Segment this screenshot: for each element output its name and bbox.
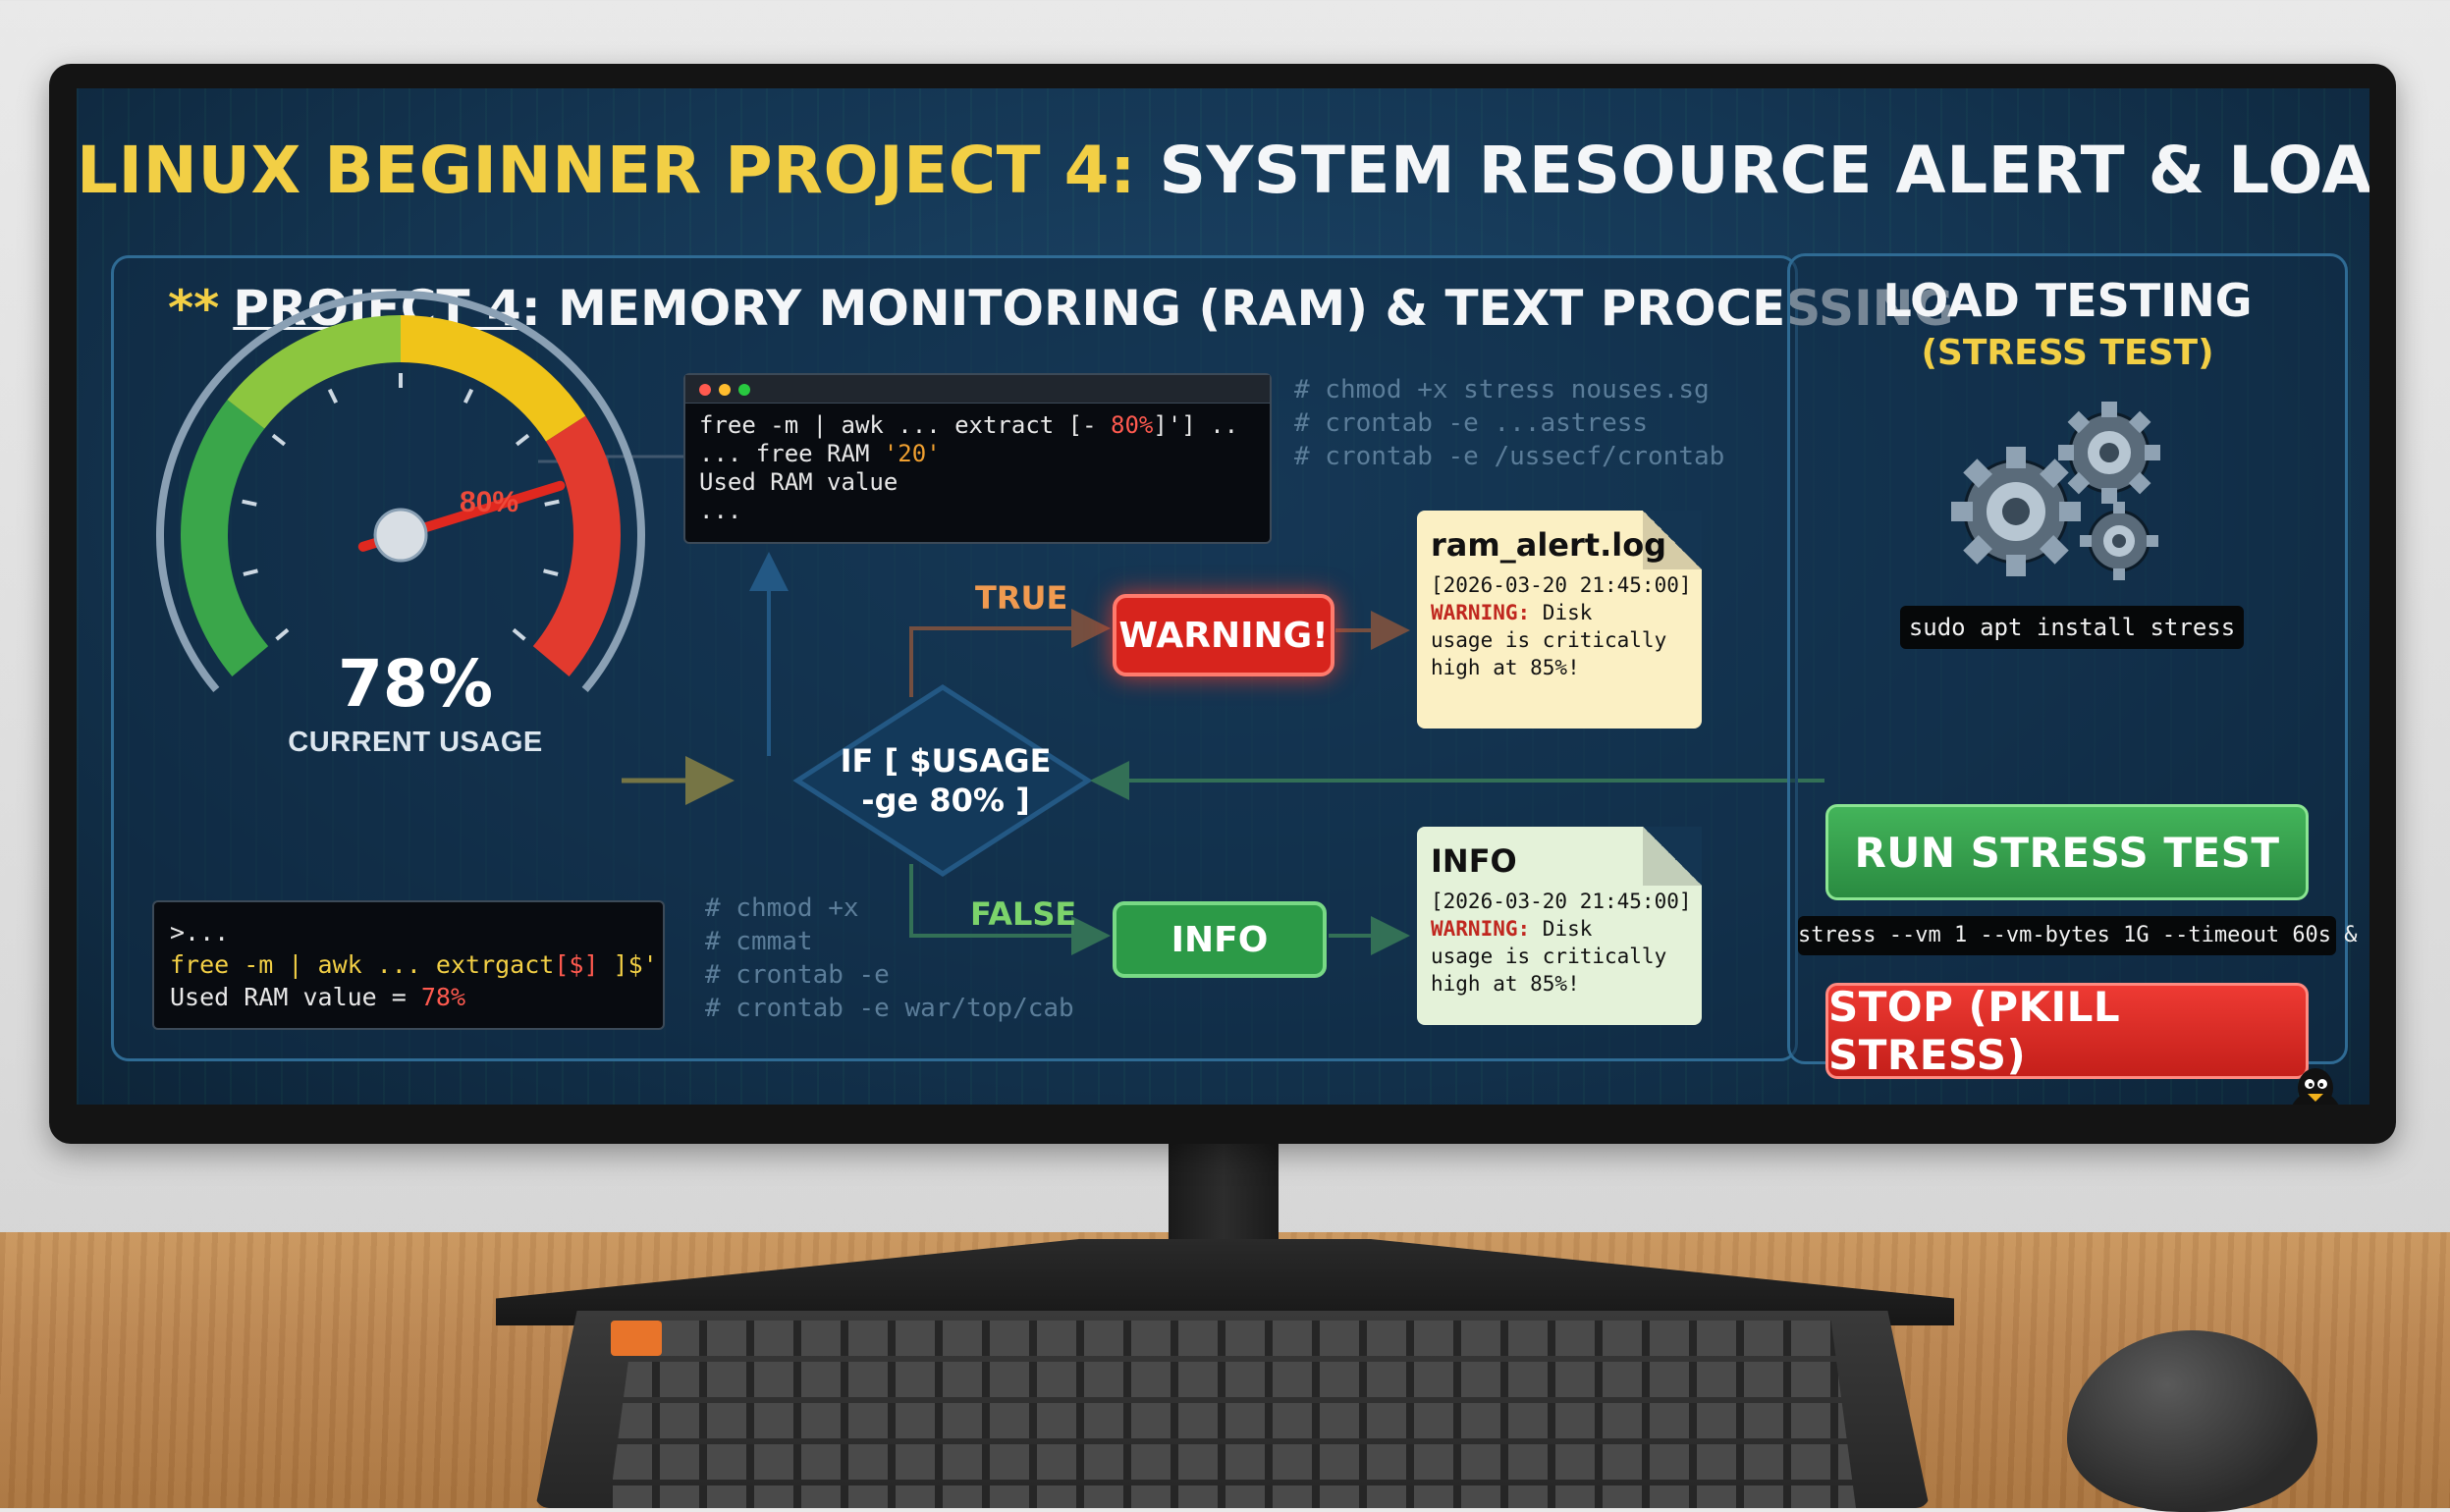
section-title-rest: : MEMORY MONITORING (RAM) & TEXT PROCESS… (520, 280, 1954, 337)
main-title-prefix: LINUX BEGINNER PROJECT 4: (77, 133, 1136, 208)
terminal-line-2b: '20' (883, 440, 941, 467)
mouse[interactable] (2067, 1330, 2317, 1512)
load-testing-title: LOAD TESTING (1882, 274, 2253, 327)
log-warn-word: WARNING: (1431, 601, 1531, 624)
comment-line: # crontab -e (705, 960, 890, 990)
load-testing-subtitle: (STRESS TEST) (1921, 333, 2214, 373)
condition-text: IF [ $USAGE -ge 80% ] (798, 741, 1093, 820)
info-timestamp: [2026-03-20 21:45:00] (1431, 890, 1692, 913)
stress-command: stress --vm 1 --vm-bytes 1G --timeout 60… (1798, 916, 2358, 955)
log-note-body: [2026-03-20 21:45:00] WARNING: Disk usag… (1417, 571, 1702, 681)
terminal-output: >... free -m | awk ... extrgact[$] ]$' U… (154, 902, 663, 1027)
info-warn-word: WARNING: (1431, 917, 1531, 941)
terminal-output: free -m | awk ... extract [- 80%]'] .. .… (685, 404, 1270, 533)
gauge-threshold-label: 80% (460, 486, 519, 518)
comment-line: # crontab -e /ussecf/crontab (1294, 442, 1725, 471)
gauge-value: 78% (338, 646, 493, 722)
gauge-segment-0 (181, 400, 269, 676)
gauge-segment-1 (227, 315, 402, 430)
gauge-segment-3 (532, 415, 621, 676)
install-command: sudo apt install stress (1900, 606, 2244, 649)
true-label: TRUE (975, 579, 1068, 617)
stop-stress-button[interactable]: STOP (PKILL STRESS) (1825, 983, 2309, 1079)
log-note-title: ram_alert.log (1431, 526, 1667, 564)
log-line-2: usage is critically (1431, 628, 1667, 652)
terminal-awk-extract[interactable]: free -m | awk ... extract [- 80%]'] .. .… (683, 373, 1272, 544)
terminal-line-1b: 80% (1111, 411, 1154, 439)
section-stars: ** (168, 280, 220, 337)
info-note-body: [2026-03-20 21:45:00] WARNING: Disk usag… (1417, 888, 1702, 998)
gauge-tick (243, 568, 258, 576)
comment-line: # crontab -e ...astress (1294, 408, 1649, 438)
info-line-1: Disk (1530, 917, 1593, 941)
terminal-used-ram[interactable]: >... free -m | awk ... extrgact[$] ]$' U… (152, 900, 665, 1030)
comment-line: # crontab -e war/top/cab (705, 994, 1074, 1023)
terminal-line-3: Used RAM value (699, 468, 898, 496)
comment-block-top: # chmod +x stress nouses.sg# crontab -e … (1294, 373, 1724, 473)
terminal-line-2b: [$] (554, 950, 599, 979)
info-line-2: usage is critically (1431, 945, 1667, 968)
gauge-tick (543, 568, 559, 576)
keyboard-keys[interactable] (609, 1321, 1856, 1508)
gauge-tick (512, 627, 526, 641)
comment-line: # cmmat (705, 927, 813, 956)
ram-usage-gauge (156, 291, 645, 693)
terminal-line-3a: Used RAM value = (170, 983, 421, 1011)
terminal-titlebar (685, 375, 1270, 404)
comment-line: # chmod +x stress nouses.sg (1294, 375, 1710, 405)
load-testing-panel: LOAD TESTING (STRESS TEST) (1787, 253, 2358, 1079)
info-line-3: high at 85%! (1431, 972, 1580, 996)
info-box: INFO (1113, 901, 1327, 978)
warning-box: WARNING! (1113, 594, 1334, 676)
tux-penguin-icon (2292, 1068, 2339, 1105)
main-title-rest: SYSTEM RESOURCE ALERT & LOAD TESTING (1159, 133, 2369, 208)
info-note-title: INFO (1431, 842, 1517, 880)
log-line-1: Disk (1530, 601, 1593, 624)
gauge-tick (515, 433, 530, 447)
ram-alert-log-note: ram_alert.log [2026-03-20 21:45:00] WARN… (1417, 511, 1702, 729)
gauge-tick (242, 499, 257, 507)
gauge-tick (463, 388, 474, 405)
comment-block-bottom: # chmod +x # cmmat # crontab -e # crontab -… (705, 891, 1074, 1025)
main-title: LINUX BEGINNER PROJECT 4: SYSTEM RESOURC… (77, 133, 2369, 208)
gauge-tick (275, 627, 290, 641)
minimize-dot-icon[interactable] (719, 384, 731, 396)
gauge-tick (544, 499, 560, 507)
terminal-line-1c: ]'] .. (1153, 411, 1239, 439)
info-log-note: INFO [2026-03-20 21:45:00] WARNING: Disk… (1417, 827, 1702, 1025)
log-timestamp: [2026-03-20 21:45:00] (1431, 573, 1692, 597)
close-dot-icon[interactable] (699, 384, 711, 396)
gauge-tick (271, 433, 287, 447)
gauge-tick (327, 388, 339, 405)
monitor-screen: LINUX BEGINNER PROJECT 4: SYSTEM RESOURC… (77, 88, 2369, 1105)
terminal-line-4: ... (699, 497, 742, 524)
terminal-line-2a: free -m | awk ... extrgact (170, 950, 555, 979)
terminal-line-2c: ]$' (598, 950, 658, 979)
condition-line-2: -ge 80% ] (861, 782, 1030, 819)
gauge-label: CURRENT USAGE (288, 727, 543, 758)
terminal-line-1a: free -m | awk ... extract [- (699, 411, 1112, 439)
keyboard-orange-key[interactable] (611, 1321, 662, 1356)
log-line-3: high at 85%! (1431, 656, 1580, 679)
condition-line-1: IF [ $USAGE (840, 742, 1052, 780)
gauge-hub (373, 508, 428, 563)
gauge-segment-2 (400, 315, 586, 443)
terminal-line-3b: 78% (420, 983, 466, 1011)
gears-icon (1951, 402, 2160, 580)
run-stress-test-button[interactable]: RUN STRESS TEST (1825, 804, 2309, 900)
gauge-outer-ring (156, 291, 645, 693)
terminal-line-1: >... (170, 918, 230, 946)
false-label: FALSE (970, 895, 1077, 933)
terminal-line-2a: ... free RAM (699, 440, 884, 467)
comment-line: # chmod +x (705, 893, 859, 923)
maximize-dot-icon[interactable] (738, 384, 750, 396)
